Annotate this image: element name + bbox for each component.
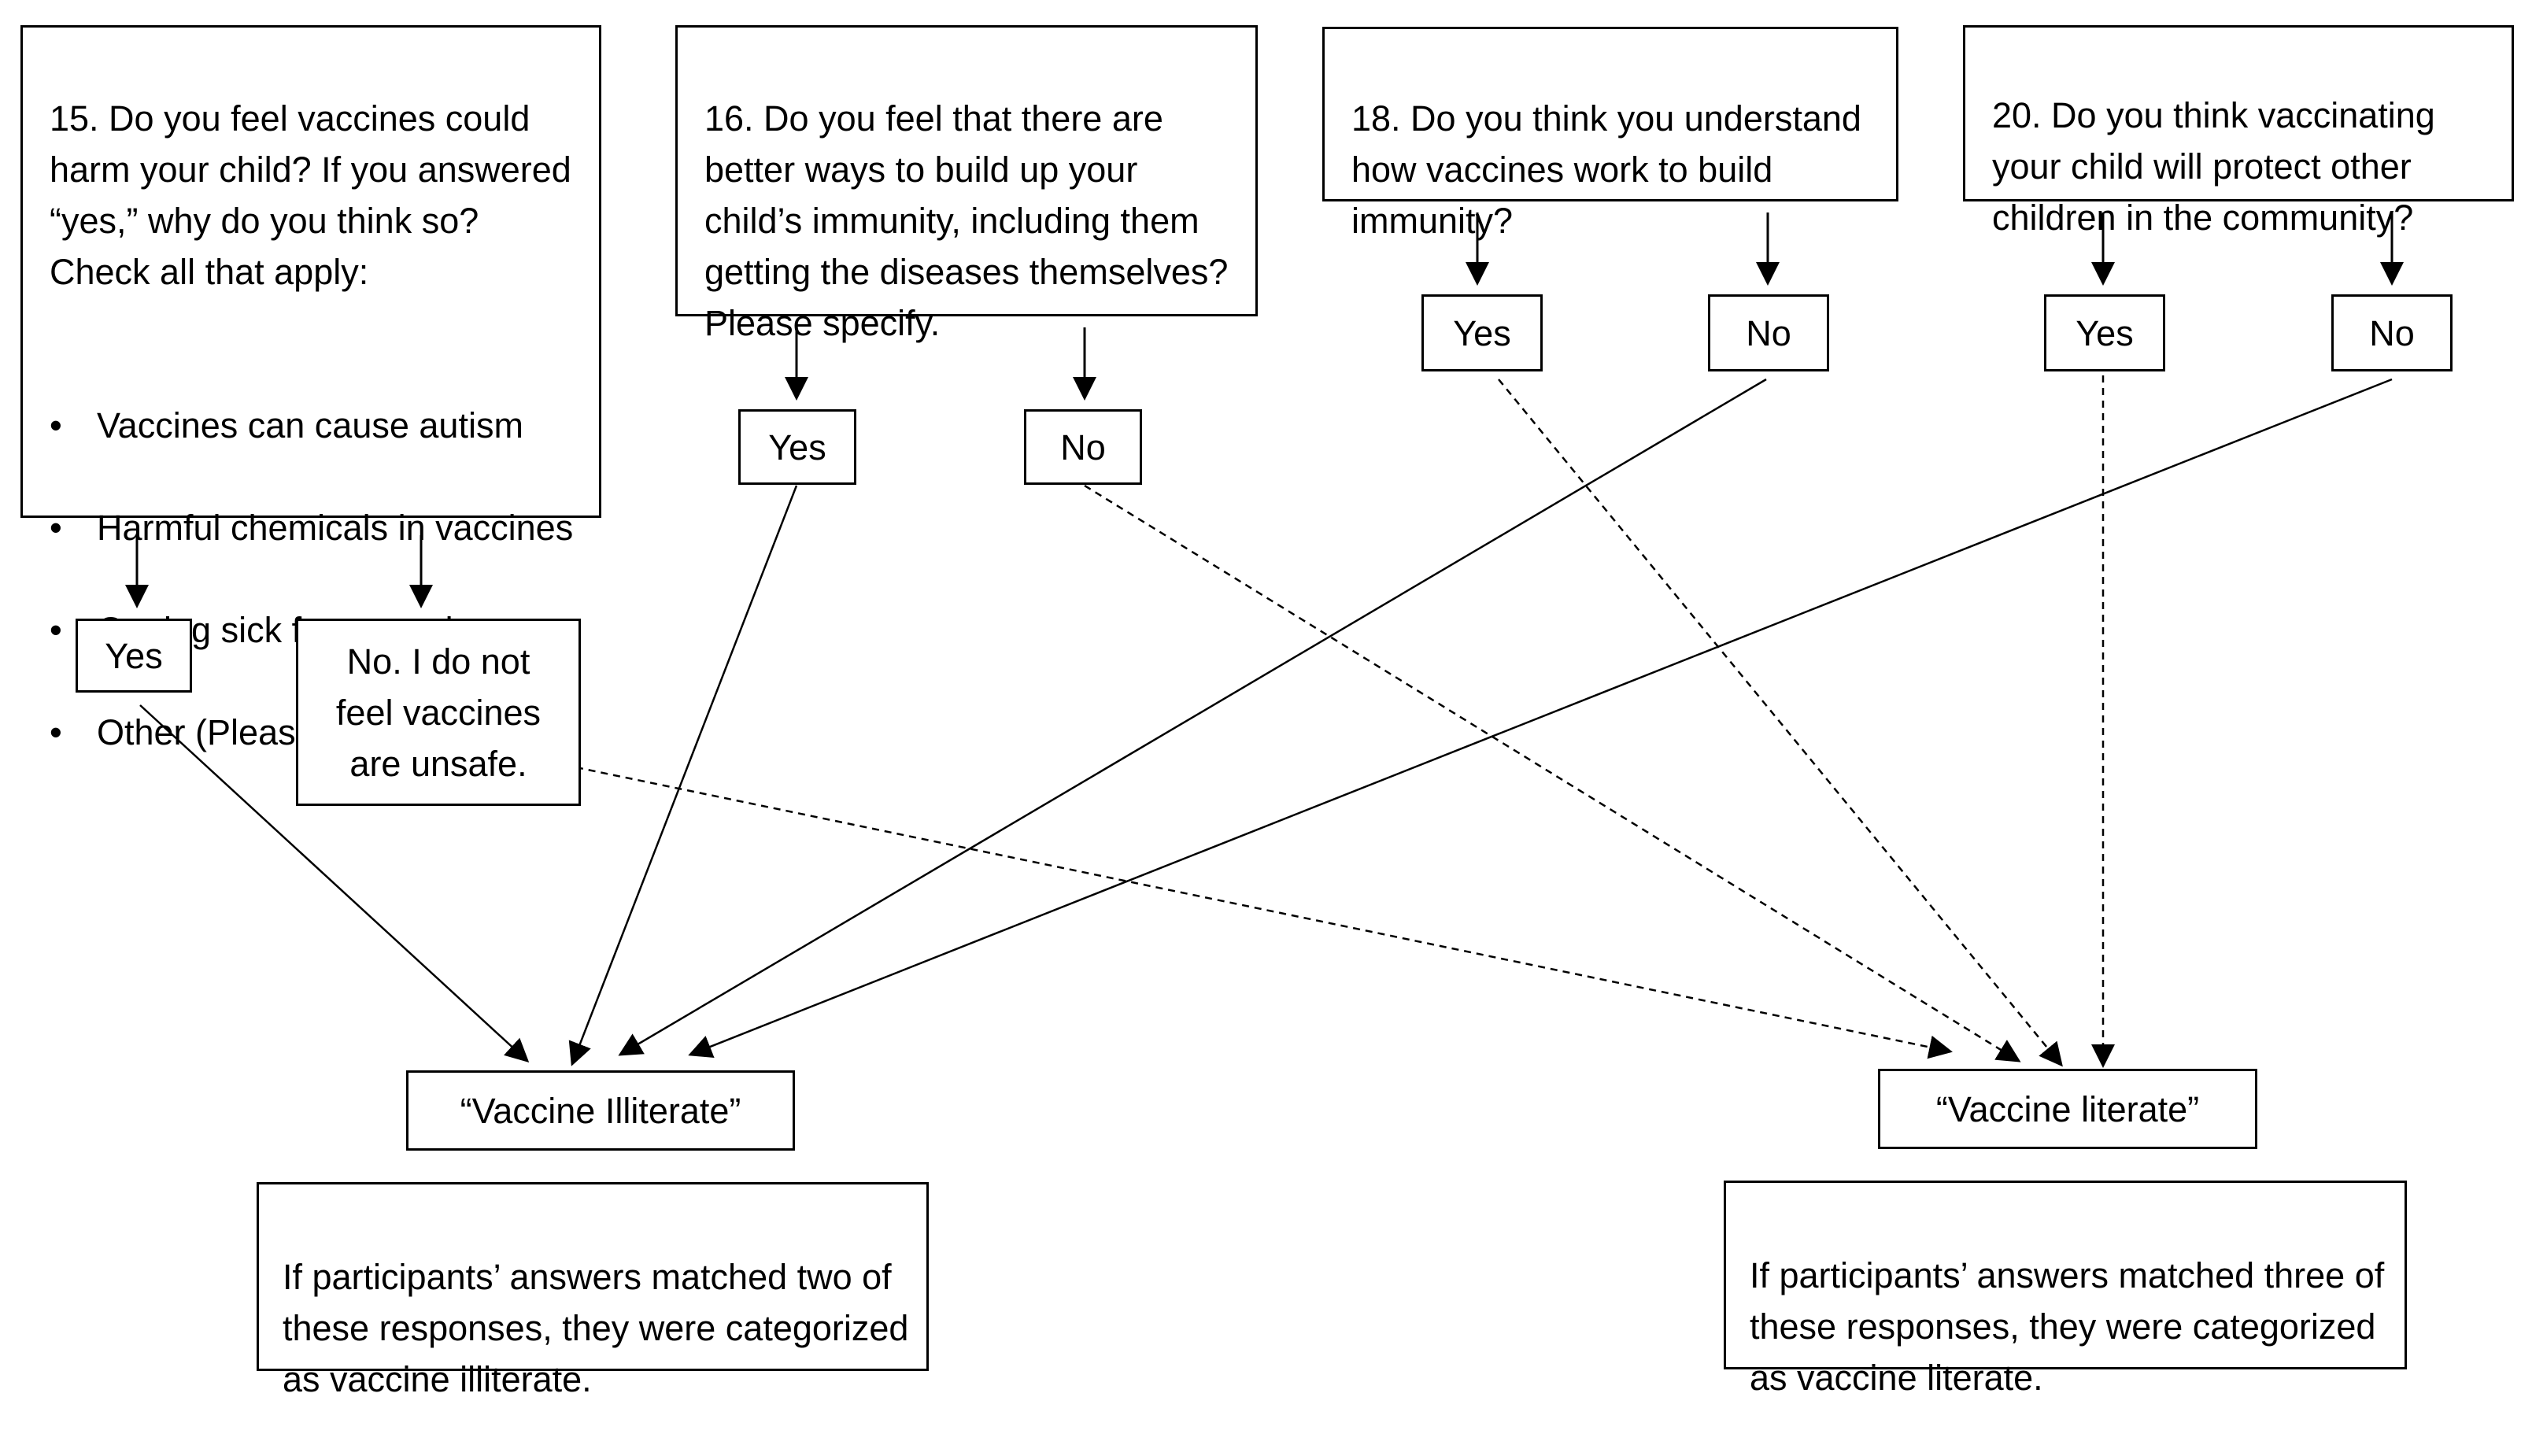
question-15-option: Vaccines can cause autism (50, 400, 586, 451)
q16-yes-answer: Yes (738, 409, 856, 485)
question-15-option: Harmful chemicals in vaccines (50, 502, 586, 553)
q16-no-label: No (1060, 427, 1106, 467)
vaccine-illiterate-label: “Vaccine Illiterate” (460, 1090, 741, 1131)
arrow-q15-yes-to-illiterate (139, 704, 530, 1063)
q15-yes-label: Yes (105, 635, 163, 676)
illiterate-note-text: If participants’ answers matched two of … (283, 1257, 909, 1399)
question-16-box: 16. Do you feel that there are better wa… (675, 25, 1258, 343)
q20-no-label: No (2369, 312, 2415, 353)
question-20-text: 20. Do you think vaccinating your child … (1992, 95, 2435, 238)
q18-no-answer: No (1708, 294, 1829, 371)
q20-no-answer: No (2331, 294, 2453, 371)
q20-yes-answer: Yes (2044, 294, 2165, 371)
q20-yes-label: Yes (2076, 312, 2134, 353)
q16-yes-label: Yes (768, 427, 826, 467)
q15-yes-answer: Yes (76, 619, 192, 693)
q18-yes-answer: Yes (1421, 294, 1543, 371)
q16-no-answer: No (1024, 409, 1142, 485)
vaccine-literacy-diagram: 15. Do you feel vaccines could harm your… (0, 0, 2521, 1391)
arrow-q18-no-to-illiterate (618, 378, 1767, 1056)
vaccine-illiterate-box: “Vaccine Illiterate” (406, 1070, 795, 1151)
question-15-box: 15. Do you feel vaccines could harm your… (20, 25, 601, 758)
question-20-box: 20. Do you think vaccinating your child … (1963, 25, 2514, 238)
question-16-text: 16. Do you feel that there are better wa… (704, 98, 1229, 343)
question-18-box: 18. Do you think you understand how vacc… (1322, 27, 1898, 241)
q15-no-answer: No. I do not feel vaccines are unsafe. (296, 619, 581, 806)
literate-note-text: If participants’ answers matched three o… (1750, 1255, 2385, 1398)
literate-note-box: If participants’ answers matched three o… (1724, 1181, 2407, 1398)
q18-yes-label: Yes (1453, 312, 1511, 353)
question-18-text: 18. Do you think you understand how vacc… (1351, 98, 1861, 241)
q15-no-label: No. I do not feel vaccines are unsafe. (335, 641, 542, 784)
connector-layer (125, 212, 2404, 1068)
vaccine-literate-label: “Vaccine literate” (1935, 1088, 2200, 1129)
arrow-q18-yes-to-literate (1498, 379, 2063, 1067)
question-15-text: 15. Do you feel vaccines could harm your… (50, 98, 571, 292)
q18-no-label: No (1746, 312, 1791, 353)
arrow-q20-no-to-illiterate (688, 378, 2393, 1058)
vaccine-literate-box: “Vaccine literate” (1878, 1069, 2257, 1149)
arrow-q16-yes-to-illiterate (568, 485, 798, 1066)
arrow-q15-no-to-literate (575, 766, 1953, 1059)
arrow-q16-no-to-literate (1084, 484, 2021, 1062)
illiterate-note-box: If participants’ answers matched two of … (257, 1182, 929, 1399)
